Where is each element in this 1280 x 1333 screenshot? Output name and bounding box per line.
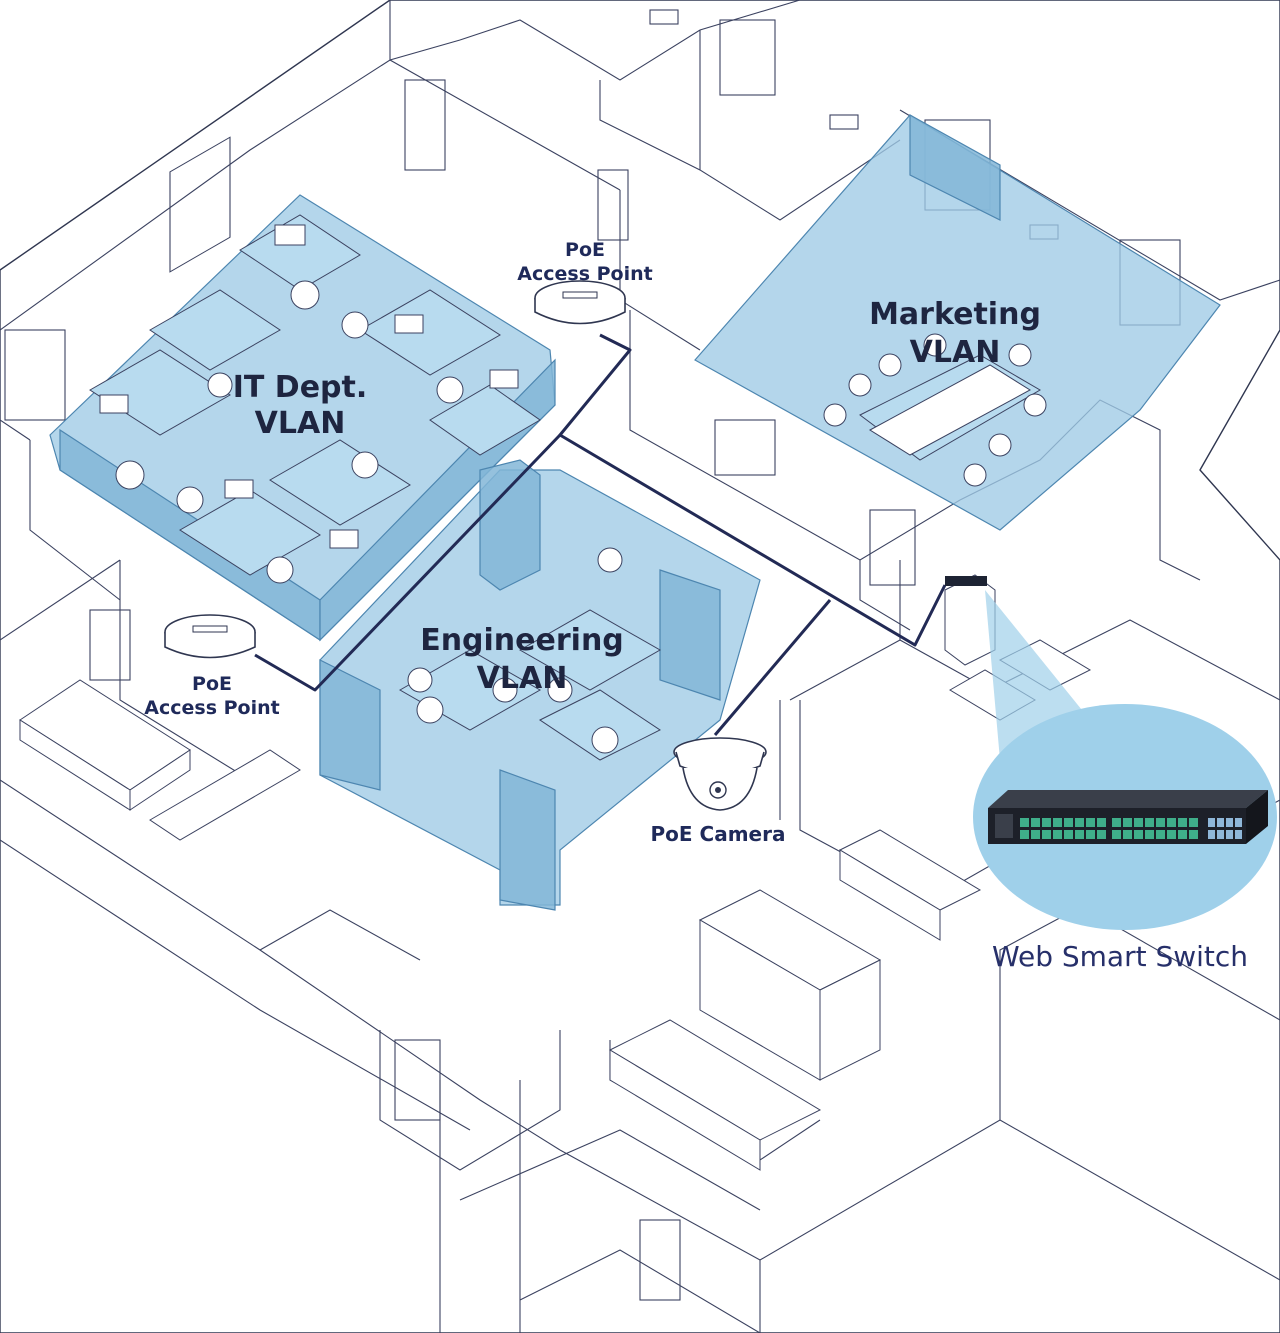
- marketing-vlan-label: Marketing VLAN: [840, 296, 1070, 372]
- switch-uplink-port: [1217, 830, 1224, 839]
- it-dept-label-line-2: VLAN: [254, 406, 346, 441]
- switch-port: [1145, 818, 1154, 827]
- marketing-label-line-1: Marketing: [869, 297, 1041, 332]
- switch-uplink-port: [1226, 830, 1233, 839]
- access-point-left-line-1: PoE: [192, 673, 232, 695]
- switch-port: [1097, 830, 1106, 839]
- switch-port: [1053, 830, 1062, 839]
- it-dept-vlan-label: IT Dept. VLAN: [195, 370, 405, 442]
- access-point-left-label: PoE Access Point: [122, 672, 302, 720]
- access-point-top-line-1: PoE: [565, 239, 605, 261]
- engineering-label-line-2: VLAN: [476, 661, 568, 696]
- switch-uplink-port: [1217, 818, 1224, 827]
- switch-port: [1031, 818, 1040, 827]
- switch-port: [1086, 818, 1095, 827]
- switch-port: [1167, 830, 1176, 839]
- switch-port: [1178, 830, 1187, 839]
- switch-port: [1189, 818, 1198, 827]
- switch-uplink-port: [1208, 818, 1215, 827]
- engineering-vlan-label: Engineering VLAN: [392, 622, 652, 698]
- engineering-label-line-1: Engineering: [420, 623, 624, 658]
- access-point-top-line-2: Access Point: [517, 263, 653, 285]
- switch-port: [1064, 830, 1073, 839]
- switch-port: [1189, 830, 1198, 839]
- switch-port: [1156, 818, 1165, 827]
- switch-port: [1123, 818, 1132, 827]
- switch-uplink-port: [1235, 830, 1242, 839]
- switch-port: [1178, 818, 1187, 827]
- switch-port: [1134, 818, 1143, 827]
- switch-port: [1112, 830, 1121, 839]
- switch-port: [1097, 818, 1106, 827]
- access-point-top-device: [534, 280, 626, 325]
- switch-port: [1145, 830, 1154, 839]
- switch-port: [1075, 830, 1084, 839]
- switch-port: [1156, 830, 1165, 839]
- switch-port: [1086, 830, 1095, 839]
- access-point-left-line-2: Access Point: [144, 697, 280, 719]
- switch-port: [1020, 830, 1029, 839]
- switch-port: [1134, 830, 1143, 839]
- switch-port: [1064, 818, 1073, 827]
- switch-port: [1075, 818, 1084, 827]
- switch-label: Web Smart Switch: [991, 940, 1249, 973]
- access-point-left-device: [164, 614, 256, 659]
- switch-port: [1042, 830, 1051, 839]
- shelving: [19, 679, 982, 1171]
- engineering-zone: [319, 459, 761, 911]
- marketing-zone: [694, 113, 1221, 531]
- switch-port: [1112, 818, 1121, 827]
- switch-uplink-port: [1235, 818, 1242, 827]
- access-point-top-label: PoE Access Point: [495, 238, 675, 286]
- switch-port: [1123, 830, 1132, 839]
- network-cables: [254, 333, 947, 736]
- camera-device: [673, 737, 767, 811]
- switch-port: [1167, 818, 1176, 827]
- switch-uplink-port: [1208, 830, 1215, 839]
- it-dept-label-line-1: IT Dept.: [232, 370, 368, 405]
- switch-ports: [1020, 818, 1242, 839]
- switch-port: [1020, 818, 1029, 827]
- switch-port: [1053, 818, 1062, 827]
- camera-label: PoE Camera: [650, 822, 786, 846]
- switch-port: [1031, 830, 1040, 839]
- it-dept-zone: [49, 194, 556, 642]
- marketing-label-line-2: VLAN: [909, 335, 1001, 370]
- switch-uplink-port: [1226, 818, 1233, 827]
- switch-port: [1042, 818, 1051, 827]
